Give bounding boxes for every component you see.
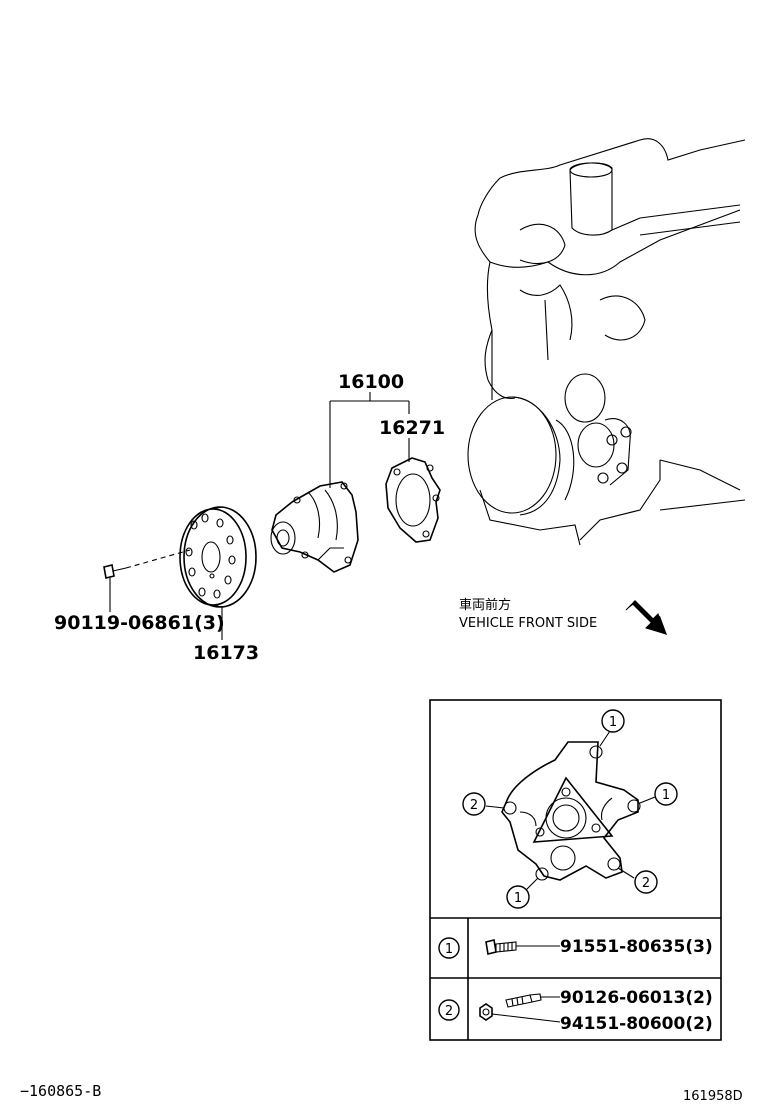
stud-bolt-icon (505, 993, 542, 1008)
svg-text:1: 1 (445, 942, 453, 957)
label-assy-16100: 16100 (338, 371, 404, 393)
callout-circle-1-right: 1 (654, 782, 678, 806)
gasket-16271-illustration (385, 457, 441, 543)
svg-text:1: 1 (609, 715, 617, 730)
water-pump-16100-illustration (270, 481, 359, 573)
label-gasket-16271: 16271 (379, 417, 445, 439)
legend-row-1: 1 91551-80635(3) (438, 937, 713, 959)
footer-left-code: −160865-B (20, 1082, 101, 1100)
legend-row-2: 2 90126-06013(2) 94151-80600(2) (438, 988, 713, 1034)
pulley-bolt-illustration (103, 549, 191, 579)
nut-icon (479, 1003, 493, 1021)
front-direction-arrow-icon (624, 600, 667, 635)
bolt-icon (485, 939, 517, 955)
legend-part-94151: 94151-80600(2) (560, 1014, 713, 1034)
svg-text:1: 1 (514, 891, 522, 906)
vehicle-front-en: VEHICLE FRONT SIDE (459, 616, 597, 631)
svg-text:2: 2 (445, 1004, 453, 1019)
label-pulley-16173: 16173 (193, 642, 259, 664)
legend-part-91551: 91551-80635(3) (560, 937, 713, 957)
callout-circle-2-right: 2 (634, 870, 658, 894)
callout-circle-1-top: 1 (601, 709, 625, 733)
svg-text:2: 2 (470, 798, 478, 813)
inset-pump-illustration (485, 730, 656, 891)
footer-right-code: 161958D (683, 1089, 743, 1104)
engine-block-illustration (467, 138, 746, 546)
vehicle-front-jp: 車両前方 (459, 597, 511, 613)
legend-part-90126: 90126-06013(2) (560, 988, 713, 1008)
svg-text:2: 2 (642, 876, 650, 891)
svg-text:1: 1 (662, 788, 670, 803)
callout-circle-2-left: 2 (462, 792, 486, 816)
label-pulley-bolt: 90119-06861(3) (54, 612, 225, 634)
pulley-16173-illustration (179, 506, 257, 608)
callout-circle-1-bottom: 1 (506, 885, 530, 909)
inset-detail-box (429, 699, 722, 1041)
leader-lines (109, 392, 410, 640)
